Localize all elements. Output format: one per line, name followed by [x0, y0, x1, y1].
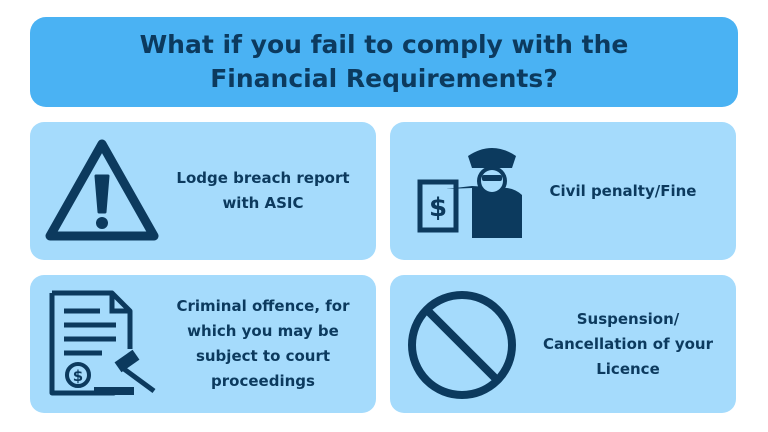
prohibited-icon — [408, 291, 516, 399]
police-officer-fine-icon: $ — [417, 148, 522, 238]
svg-text:$: $ — [429, 193, 447, 223]
card-suspension: Suspension/ Cancellation of your Licence — [390, 275, 736, 413]
title-banner: What if you fail to comply with the Fina… — [30, 17, 738, 107]
card-text: Lodge breach report with ASIC — [176, 169, 350, 212]
card-text: Criminal offence, for which you may be s… — [176, 297, 350, 390]
warning-icon — [45, 139, 159, 241]
card-text: Suspension/ Cancellation of your Licence — [542, 309, 713, 378]
card-civil-penalty: $ Civil penalty/Fine — [390, 122, 736, 260]
card-text: Civil penalty/Fine — [549, 181, 697, 200]
card-breach-report: Lodge breach report with ASIC — [30, 122, 376, 260]
page-title: What if you fail to comply with the Fina… — [139, 30, 629, 93]
card-criminal-offence: $ Criminal offence, for which you may be… — [30, 275, 376, 413]
svg-text:$: $ — [73, 367, 83, 385]
legal-document-gavel-icon: $ — [49, 290, 156, 396]
